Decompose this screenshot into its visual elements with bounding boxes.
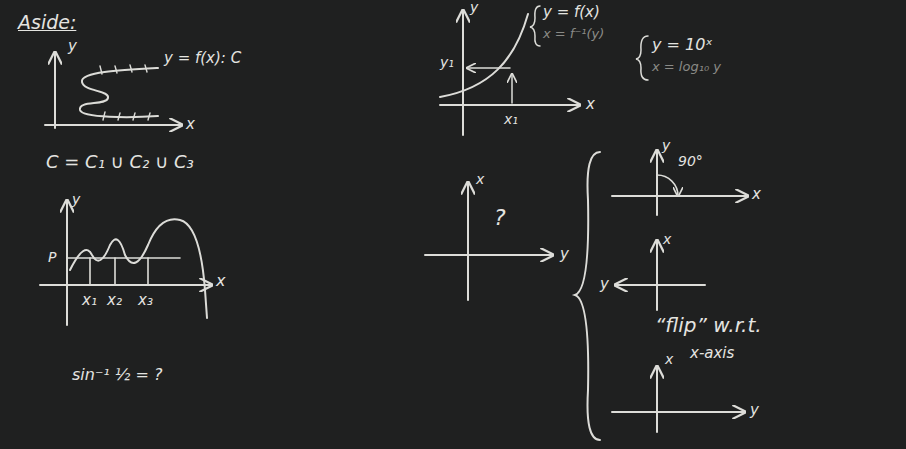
x-axis <box>45 124 182 126</box>
x-axis <box>467 182 469 300</box>
arrow-up <box>511 74 513 103</box>
y-axis <box>425 254 553 256</box>
chalk-label: x₁ <box>504 112 518 127</box>
chalk-label: x <box>586 96 595 113</box>
x-axis <box>612 195 748 197</box>
level-line <box>68 257 180 259</box>
chalk-label: x <box>752 186 761 203</box>
arrow-left <box>467 67 510 69</box>
y-axis <box>615 284 705 286</box>
x-axis <box>656 240 658 310</box>
chalk-label: x₃ <box>138 292 153 309</box>
chalk-label: y <box>662 138 670 153</box>
chalk-label: y = f(x) <box>543 4 600 21</box>
chalk-label: y = f(x): C <box>164 50 241 67</box>
curve <box>80 68 158 117</box>
board-title: Aside: <box>18 12 76 33</box>
sketch-lines <box>40 6 748 440</box>
chalk-label: y <box>68 38 77 55</box>
brace <box>530 6 540 46</box>
chalk-label: y <box>750 402 759 419</box>
drop-lines <box>90 258 148 285</box>
chalk-label: y = 10ˣ <box>652 36 713 54</box>
exp-curve <box>440 14 528 97</box>
y-axis <box>54 52 56 128</box>
chalk-label: 90° <box>678 154 703 169</box>
curve <box>70 219 207 318</box>
chalk-label: x₁ <box>82 292 97 309</box>
x-axis <box>656 366 658 432</box>
chalk-label: C = C₁ ∪ C₂ ∪ C₃ <box>46 152 194 172</box>
hash-marks <box>100 65 150 120</box>
chalk-label: x₂ <box>107 292 122 309</box>
chalk-label: x <box>476 172 484 187</box>
y-axis <box>656 150 658 215</box>
big-brace <box>575 152 600 440</box>
chalk-label: “flip” w.r.t. <box>655 314 762 336</box>
chalk-label: x-axis <box>690 345 734 362</box>
chalk-label: y <box>600 276 609 293</box>
angle-arc <box>657 175 678 196</box>
chalk-label: x <box>186 116 195 133</box>
chalk-label: y₁ <box>440 55 454 70</box>
chalk-label: y <box>470 0 478 15</box>
chalk-label: x = log₁₀ y <box>652 60 721 74</box>
x-axis <box>440 104 580 106</box>
y-axis <box>612 411 745 413</box>
x-axis <box>40 284 212 286</box>
y-axis <box>66 200 68 325</box>
chalk-label: y <box>72 192 80 207</box>
chalk-label: sin⁻¹ ½ = ? <box>72 366 162 384</box>
chalk-label: x = f⁻¹(y) <box>543 27 604 41</box>
chalk-label: y <box>560 246 569 263</box>
y-axis <box>462 10 464 135</box>
chalk-label: ? <box>494 206 506 230</box>
chalk-label: P <box>48 250 56 265</box>
chalk-label: x <box>665 352 673 367</box>
chalk-label: x <box>216 272 225 290</box>
chalk-label: x <box>663 232 671 247</box>
brace <box>636 36 648 80</box>
